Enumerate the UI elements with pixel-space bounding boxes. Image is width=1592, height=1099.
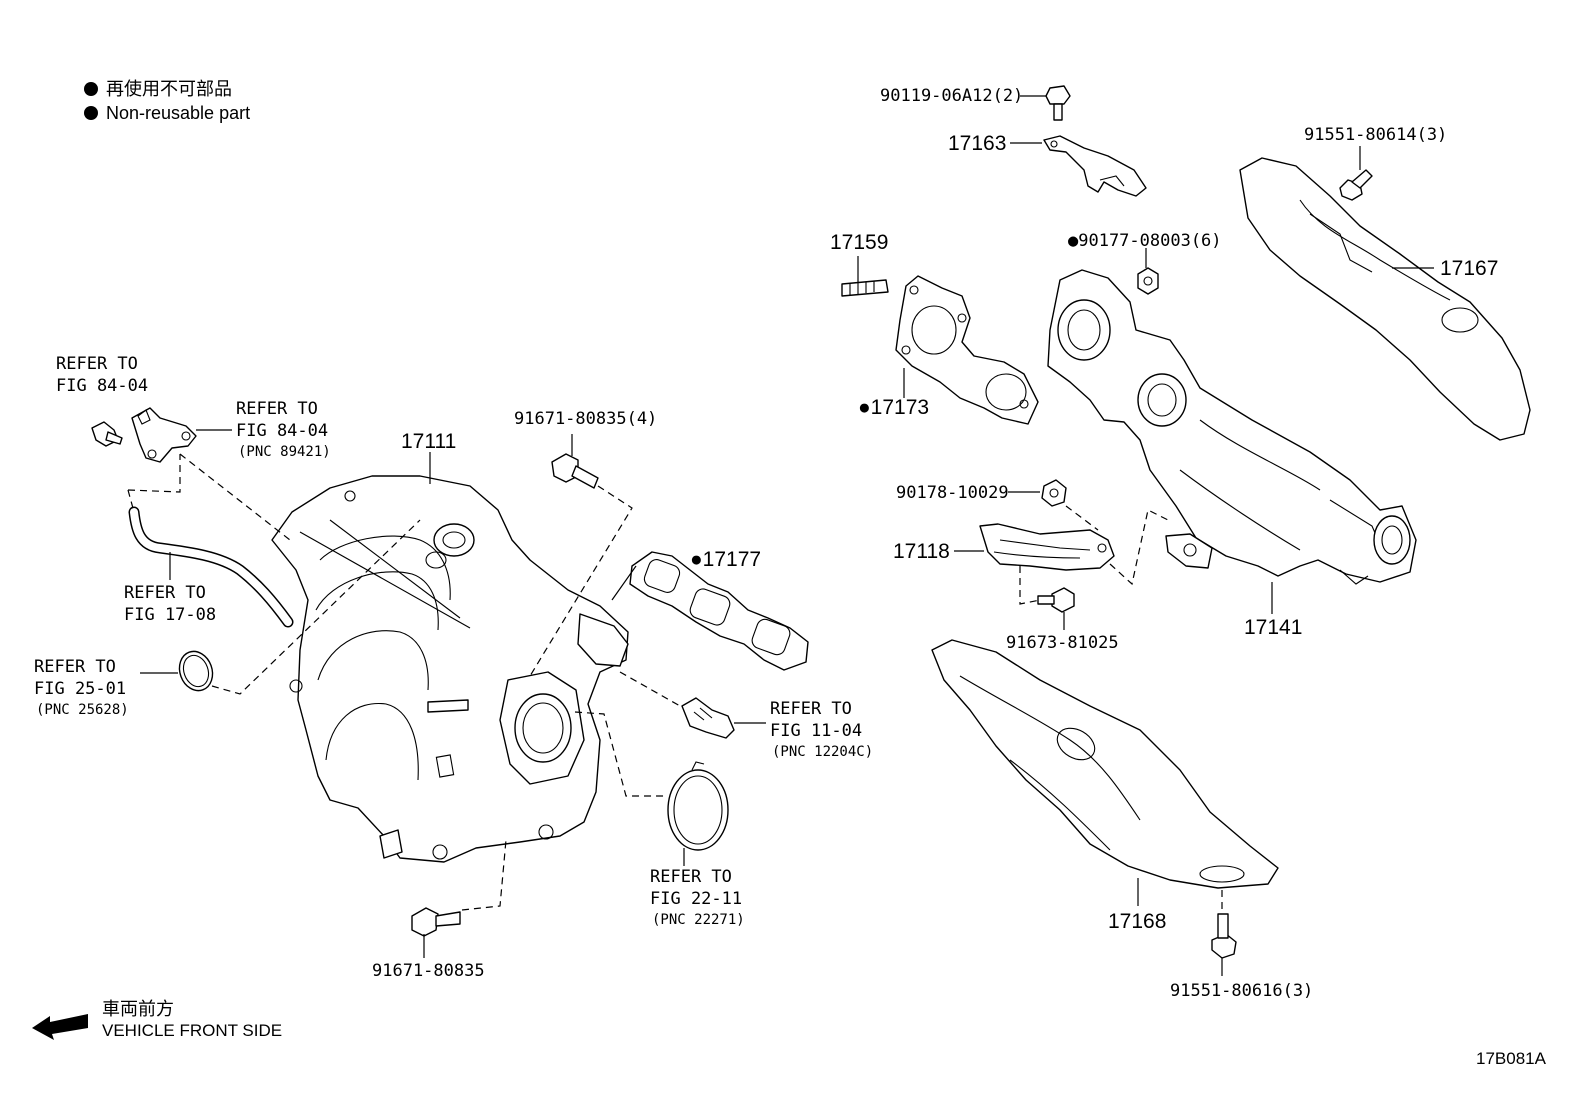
part-number-91671-80835: 91671-80835: [372, 961, 485, 981]
heat-insulator-upper-drawing: [1239, 157, 1531, 441]
assembly-lines: [127, 453, 681, 911]
part-number-91551-80616: 91551-80616(3): [1170, 981, 1313, 1001]
part-number-90178-10029: 90178-10029: [896, 483, 1009, 503]
bullet-icon: [84, 82, 98, 96]
pnc-label: (PNC 12204C): [772, 744, 873, 760]
legend-line-en: Non-reusable part: [106, 103, 250, 123]
throttle-gasket-drawing: [667, 761, 729, 851]
bolt-drawing: [411, 907, 461, 937]
gasket-ring-drawing: [178, 650, 214, 692]
part-number-17111: 17111: [401, 430, 456, 453]
part-number-91671-80835-4: 91671-80835(4): [514, 409, 657, 429]
direction-en: VEHICLE FRONT SIDE: [102, 1021, 282, 1040]
refer-label: REFER TO: [770, 699, 852, 719]
bracket-drawing: [1043, 135, 1147, 197]
pnc-label: (PNC 25628): [36, 702, 129, 718]
part-number-17159: 17159: [830, 231, 888, 254]
intake-gasket-drawing: [629, 551, 809, 671]
direction-ja: 車両前方: [102, 999, 174, 1019]
assembly-lines: [1019, 505, 1223, 914]
vehicle-front-indicator: 車両前方 VEHICLE FRONT SIDE: [32, 999, 282, 1040]
heat-insulator-lower-drawing: [931, 639, 1279, 889]
sensor-drawing: [131, 407, 197, 463]
bolt-drawing: [551, 453, 599, 489]
bolt-drawing: [1211, 913, 1237, 959]
nut-drawing: [1041, 479, 1067, 507]
part-number-90177-08003: ●90177-08003(6): [1068, 231, 1222, 251]
part-number-17118: 17118: [893, 540, 950, 563]
refer-fig-label: FIG 84-04: [236, 421, 328, 441]
refer-fig-label: FIG 11-04: [770, 721, 862, 741]
part-number-17141: 17141: [1244, 616, 1302, 639]
bolt-drawing: [1045, 85, 1071, 121]
refer-fig-label: FIG 25-01: [34, 679, 126, 699]
stud-drawing: [841, 279, 889, 297]
refer-label: REFER TO: [124, 583, 206, 603]
vsv-drawing: [681, 697, 735, 739]
bullet-icon: [84, 106, 98, 120]
legend: 再使用不可部品 Non-reusable part: [84, 79, 250, 123]
part-number-90119-06a12: 90119-06A12(2): [880, 86, 1023, 106]
refer-label: REFER TO: [236, 399, 318, 419]
legend-line-ja: 再使用不可部品: [106, 79, 232, 99]
part-number-17168: 17168: [1108, 910, 1166, 933]
bolt-drawing: [1339, 169, 1373, 201]
part-number-17167: 17167: [1440, 257, 1498, 280]
refer-fig-label: FIG 17-08: [124, 605, 216, 625]
vacuum-hose-drawing: [128, 506, 294, 628]
part-number-91551-80614: 91551-80614(3): [1304, 125, 1447, 145]
part-number-91673-81025: 91673-81025: [1006, 633, 1119, 653]
exhaust-gasket-drawing: [895, 275, 1039, 425]
refer-fig-label: FIG 84-04: [56, 376, 148, 396]
part-number-17173: ●17173: [858, 396, 929, 419]
refer-label: REFER TO: [34, 657, 116, 677]
refer-fig-label: FIG 22-11: [650, 889, 742, 909]
bolt-drawing: [1037, 587, 1075, 613]
pnc-label: (PNC 22271): [652, 912, 745, 928]
part-number-17163: 17163: [948, 132, 1006, 155]
figure-id: 17B081A: [1476, 1049, 1547, 1068]
exhaust-manifold-drawing: [1047, 269, 1417, 585]
sensor-bolt-drawing: [91, 421, 123, 447]
intake-manifold-drawing: [271, 475, 629, 863]
manifold-stay-drawing: [979, 523, 1115, 571]
refer-label: REFER TO: [650, 867, 732, 887]
labels: REFER TO FIG 84-04 REFER TO FIG 84-04 (P…: [34, 86, 1498, 1001]
pnc-label: (PNC 89421): [238, 444, 331, 460]
arrow-left-icon: [32, 1014, 88, 1040]
nut-drawing: [1137, 267, 1159, 295]
refer-label: REFER TO: [56, 354, 138, 374]
part-number-17177: ●17177: [690, 548, 761, 571]
